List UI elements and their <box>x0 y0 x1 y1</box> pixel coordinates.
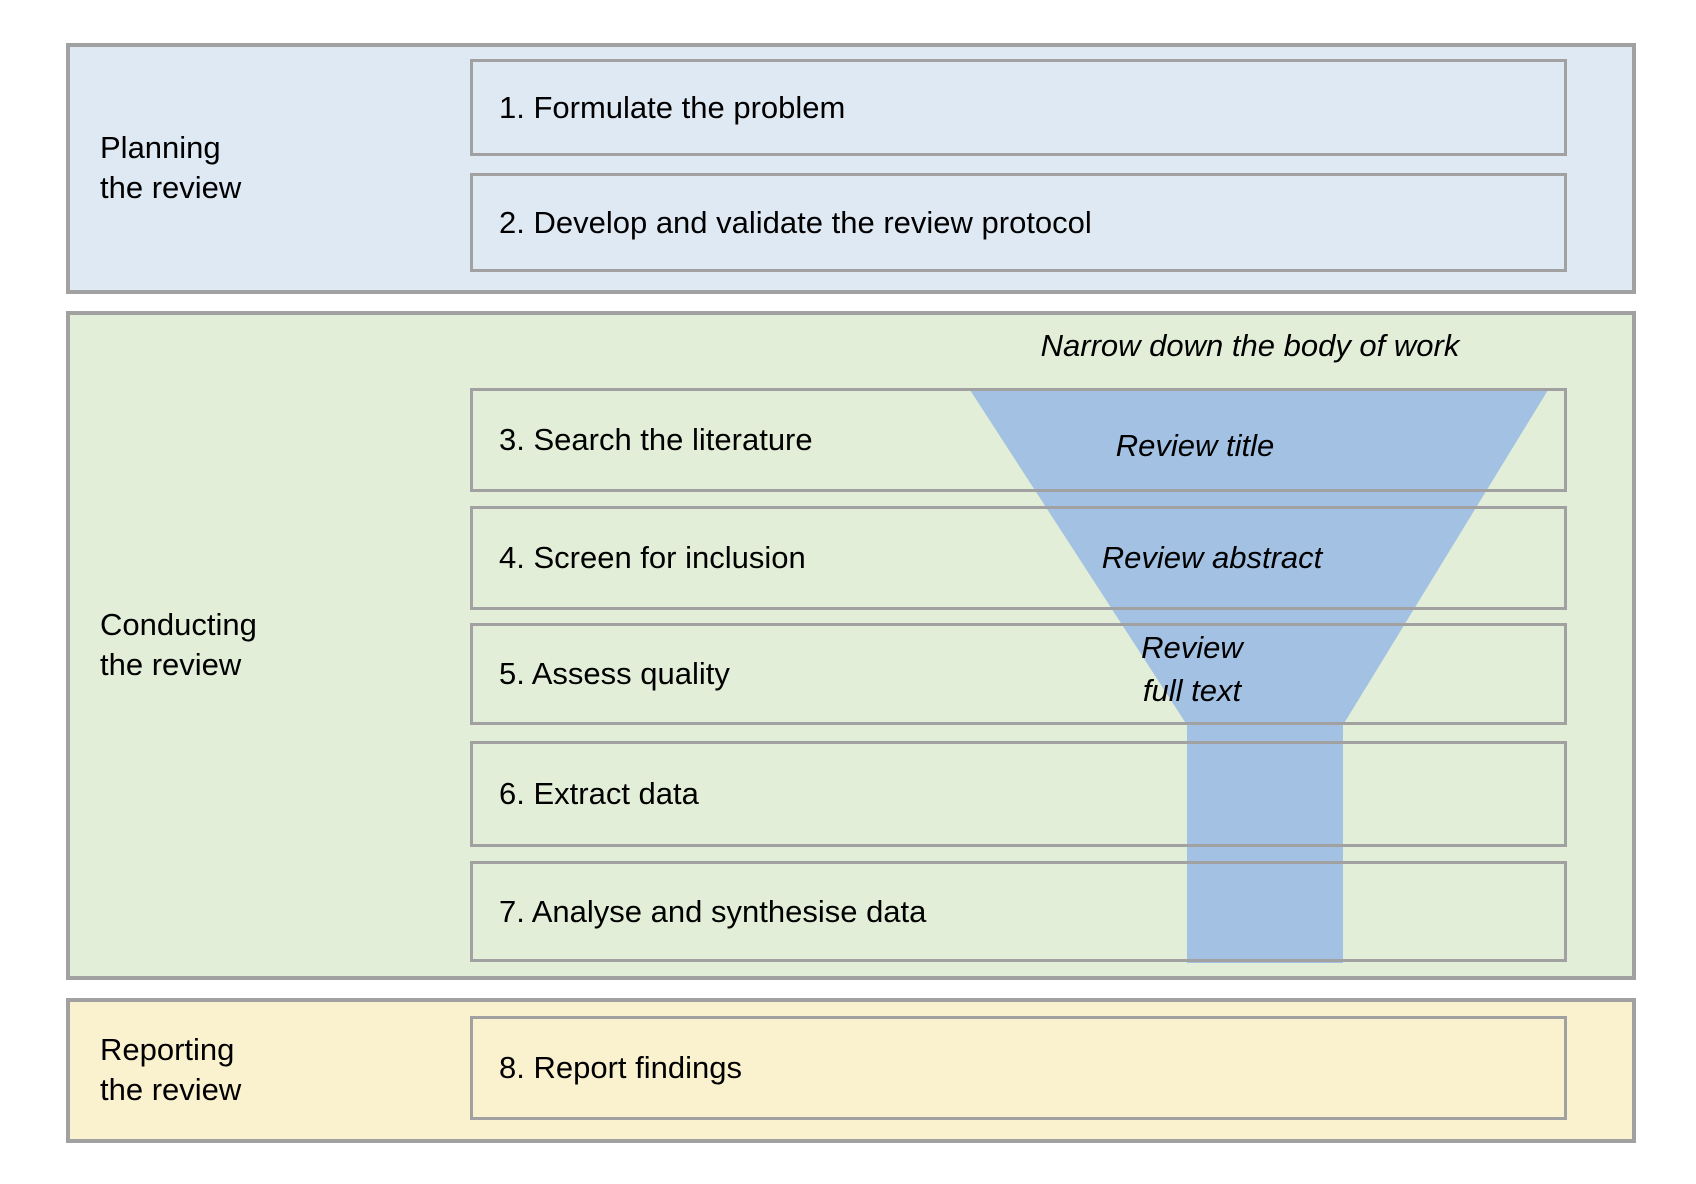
step-box-3-search-literature: 3. Search the literature <box>470 388 1567 492</box>
step-4-label: 4. Screen for inclusion <box>499 540 806 575</box>
funnel-stage-review-title: Review title <box>1115 428 1275 463</box>
step-8-label: 8. Report findings <box>499 1050 742 1085</box>
funnel-stage-review-fulltext: Review full text <box>1141 626 1243 712</box>
step-box-1-formulate-problem: 1. Formulate the problem <box>470 59 1567 156</box>
step-6-label: 6. Extract data <box>499 776 699 811</box>
step-3-label: 3. Search the literature <box>499 422 813 457</box>
conducting-label-line1: Conducting <box>100 607 257 642</box>
step-box-2-develop-protocol: 2. Develop and validate the review proto… <box>470 173 1567 272</box>
reporting-label-line2: the review <box>100 1072 242 1107</box>
fulltext-line2: full text <box>1142 673 1242 708</box>
step-box-4-screen-inclusion: 4. Screen for inclusion <box>470 506 1567 610</box>
reporting-label-line1: Reporting <box>100 1032 235 1067</box>
step-1-label: 1. Formulate the problem <box>499 89 846 125</box>
conducting-label-line2: the review <box>100 647 242 682</box>
planning-label-line2: the review <box>100 170 242 205</box>
step-box-8-report-findings: 8. Report findings <box>470 1016 1567 1120</box>
step-box-6-extract-data: 6. Extract data <box>470 741 1567 847</box>
step-7-label: 7. Analyse and synthesise data <box>499 893 927 929</box>
step-2-label: 2. Develop and validate the review proto… <box>499 204 1092 240</box>
planning-section <box>66 43 1636 294</box>
step-5-label: 5. Assess quality <box>499 656 730 691</box>
conducting-section-label: Conducting the review <box>100 605 257 685</box>
step-box-7-analyse-synthesise: 7. Analyse and synthesise data <box>470 861 1567 962</box>
funnel-stage-review-abstract: Review abstract <box>1101 540 1323 575</box>
planning-label-line1: Planning <box>100 130 221 165</box>
reporting-section-label: Reporting the review <box>100 1030 241 1110</box>
step-box-5-assess-quality: 5. Assess quality <box>470 623 1567 725</box>
planning-section-label: Planning the review <box>100 128 241 208</box>
fulltext-line1: Review <box>1141 630 1243 665</box>
funnel-annotation: Narrow down the body of work <box>1040 328 1460 363</box>
